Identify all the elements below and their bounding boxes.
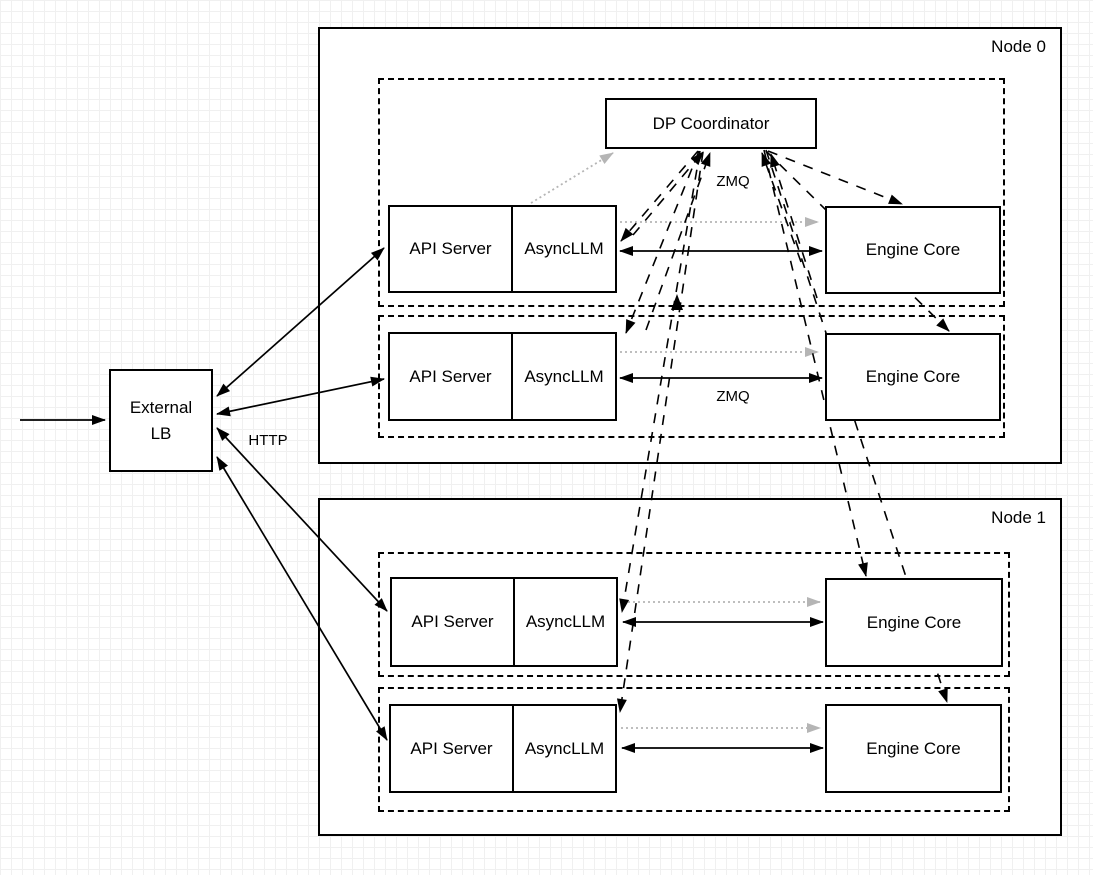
engine-core-label: Engine Core (866, 738, 961, 758)
api-server-label: API Server (409, 366, 492, 386)
api-server-box: API Server (391, 706, 514, 791)
asyncllm-box: AsyncLLM (515, 579, 616, 665)
engine-core-box-n0r0: Engine Core (825, 206, 1001, 294)
asyncllm-label: AsyncLLM (524, 239, 604, 258)
engine-core-box-n1r0: Engine Core (825, 578, 1003, 667)
engine-core-label: Engine Core (865, 367, 961, 386)
api-asyncllm-box-n0r1: API Server AsyncLLM (388, 332, 617, 421)
asyncllm-box: AsyncLLM (513, 334, 615, 419)
node-0-row-0-group (378, 78, 1005, 307)
zmq-label-text: ZMQ (716, 387, 750, 405)
node-1-row-1-group (378, 687, 1010, 812)
external-lb-label-line1: External (129, 398, 193, 417)
api-server-label: API Server (409, 239, 492, 258)
api-server-box: API Server (390, 207, 513, 291)
api-server-label: API Server (411, 612, 494, 631)
arrow-dashed-engine-to-dp-a (761, 152, 802, 263)
arrow-dashed-async-n0r1-to-dp (645, 152, 711, 331)
arrow-dotted-async-to-coordinator (530, 152, 614, 204)
zmq-row-label: ZMQ (703, 387, 763, 405)
asyncllm-label: AsyncLLM (525, 612, 606, 631)
arrow-dashed-dp-to-async-n1r0 (619, 150, 701, 613)
node-1-label: Node 1 (991, 508, 1046, 527)
asyncllm-box: AsyncLLM (513, 207, 615, 291)
dp-coordinator-label: DP Coordinator (652, 113, 770, 133)
http-label: HTTP (238, 431, 298, 449)
zmq-label-text: ZMQ (716, 172, 750, 190)
engine-core-box-n1r1: Engine Core (825, 704, 1002, 793)
arrow-lb-api-n0r0 (216, 247, 385, 397)
api-server-label: API Server (410, 738, 493, 758)
arrow-dashed-dp-to-engine-n1r0 (763, 149, 868, 577)
asyncllm-label: AsyncLLM (524, 366, 604, 386)
dp-coordinator-box: DP Coordinator (605, 98, 817, 149)
arrow-dashed-mid-up-head (671, 294, 683, 310)
api-asyncllm-box-n1r1: API Server AsyncLLM (389, 704, 617, 793)
engine-core-label: Engine Core (866, 612, 962, 632)
api-asyncllm-box-n0r0: API Server AsyncLLM (388, 205, 617, 293)
arrow-dashed-dp-to-async-n0r1 (625, 150, 700, 334)
api-server-box: API Server (392, 579, 515, 665)
arrow-dashed-dp-to-async-n0r0 (620, 150, 699, 242)
asyncllm-box: AsyncLLM (514, 706, 615, 791)
arrow-dashed-dp-to-async-n1r1 (616, 151, 704, 713)
external-lb-label-line2: LB (150, 423, 172, 443)
node-0-label: Node 0 (991, 37, 1046, 56)
zmq-coordinator-label: ZMQ (703, 172, 763, 190)
api-server-box: API Server (390, 334, 513, 419)
arrow-dashed-dp-to-engine-n0r0 (767, 150, 903, 205)
arrow-lb-api-n1r0 (216, 427, 388, 612)
external-lb-box: External LB (109, 369, 213, 472)
arrow-lb-api-n0r1 (216, 376, 385, 417)
api-asyncllm-box-n1r0: API Server AsyncLLM (390, 577, 618, 667)
arrow-dashed-engine-to-dp-b (770, 153, 818, 299)
engine-core-label: Engine Core (865, 240, 961, 259)
engine-core-box-n0r1: Engine Core (825, 333, 1001, 421)
http-label-text: HTTP (248, 431, 288, 449)
asyncllm-label: AsyncLLM (524, 738, 605, 758)
arrow-lb-api-n1r1 (216, 456, 388, 741)
arrow-dashed-dp-to-engine-n0r1 (765, 150, 950, 332)
